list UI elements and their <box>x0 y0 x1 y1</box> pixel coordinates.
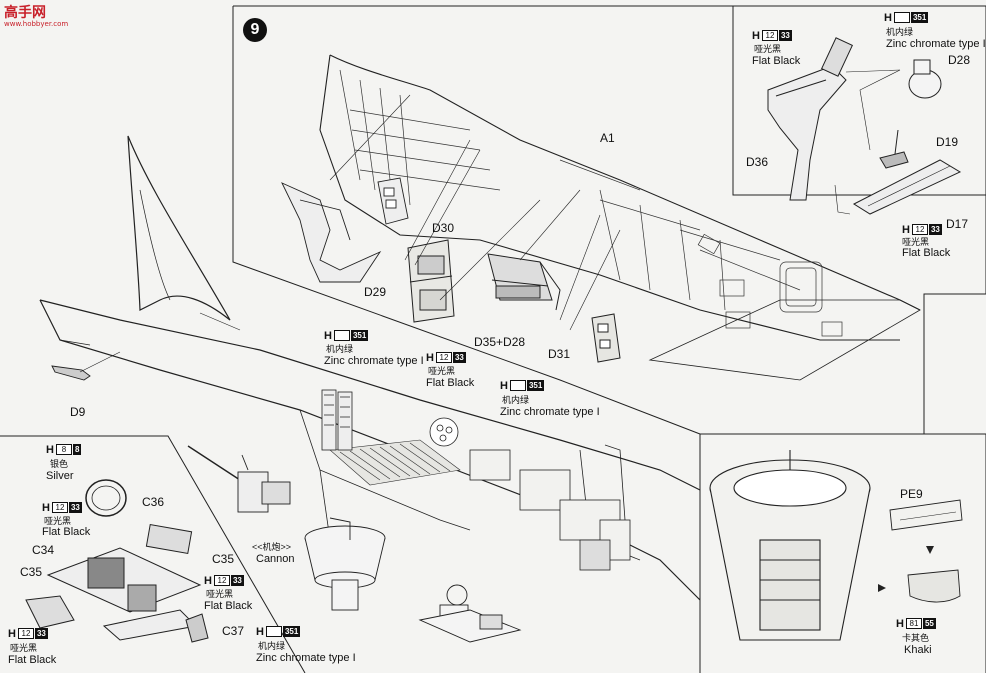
color-silver-en: Silver <box>46 470 74 482</box>
cannon-label-en: Cannon <box>256 553 295 565</box>
label-d35-d28: D35+D28 <box>474 335 526 349</box>
pe9-strip <box>889 499 963 531</box>
label-d31: D31 <box>548 347 571 361</box>
tail-fin <box>127 135 231 321</box>
arrow-down-icon <box>926 546 934 554</box>
part-d30 <box>377 177 409 225</box>
label-pe9: PE9 <box>900 487 923 501</box>
label-d29: D29 <box>364 285 387 299</box>
part-d9 <box>51 365 91 381</box>
label-d28: D28 <box>948 53 971 67</box>
label-d30: D30 <box>432 221 455 235</box>
label-d19: D19 <box>936 135 959 149</box>
watermark-text: 高手网 <box>4 5 46 21</box>
part-d31 <box>591 313 621 363</box>
watermark-logo: 高手网 www.hobbyer.com <box>4 2 68 28</box>
label-c36: C36 <box>142 495 165 509</box>
label-d9: D9 <box>70 405 86 419</box>
cannon-mount <box>304 517 386 611</box>
color-black-top-cn: 哑光黑 <box>754 44 782 54</box>
c34-assembly <box>25 523 209 643</box>
color-zinc-d31-cn: 机内绿 <box>502 395 530 405</box>
color-black-c35-en: Flat Black <box>204 600 253 612</box>
color-zinc-top-cn: 机内绿 <box>886 27 914 37</box>
cannon <box>187 445 291 513</box>
label-a1: A1 <box>600 131 615 145</box>
round-gauge <box>429 417 459 447</box>
seat-back <box>321 389 353 451</box>
color-black-c36-cn: 哑光黑 <box>44 516 72 526</box>
color-black-d17-en: Flat Black <box>902 247 951 259</box>
watermark-url: www.hobbyer.com <box>4 20 69 28</box>
color-zinc-d29-en: Zinc chromate type I <box>324 355 424 367</box>
color-zinc-bottom-cn: 机内绿 <box>258 641 286 651</box>
color-zinc-d31-en: Zinc chromate type I <box>500 406 600 418</box>
floor-grate <box>329 439 461 486</box>
part-d29 <box>407 239 455 323</box>
cannon-label-cn: <<机炮>> <box>252 542 292 552</box>
khaki-part <box>907 569 961 603</box>
color-black-d35-cn: 哑光黑 <box>428 366 456 376</box>
color-zinc-d29-cn: 机内绿 <box>326 344 354 354</box>
color-black-c36-en: Flat Black <box>42 526 91 538</box>
arrow-left-icon <box>878 584 886 592</box>
fuselage-half <box>39 299 701 601</box>
color-black-d17-cn: 哑光黑 <box>902 237 930 247</box>
color-black-d35-en: Flat Black <box>426 377 475 389</box>
color-silver-cn: 银色 <box>50 459 69 469</box>
part-d35-d28 <box>487 253 561 311</box>
d17-plate <box>852 129 962 215</box>
rudder-pedals <box>281 182 382 283</box>
label-c37: C37 <box>222 624 245 638</box>
cockpit-sidewall <box>319 54 921 381</box>
inset-top-right <box>732 5 986 196</box>
color-khaki-en: Khaki <box>904 644 932 656</box>
label-c35-left: C35 <box>20 565 43 579</box>
seat-bucket <box>709 450 871 641</box>
step-number: 9 <box>243 18 267 42</box>
inset-bottom-right <box>700 433 986 673</box>
control-stick-inset <box>767 37 942 201</box>
gun-sight <box>418 584 522 643</box>
color-black-top-en: Flat Black <box>752 55 801 67</box>
inset-bottom-left <box>0 435 306 673</box>
color-black-c35-cn: 哑光黑 <box>206 589 234 599</box>
color-black-c35-left-en: Flat Black <box>8 654 57 666</box>
label-d17: D17 <box>946 217 969 231</box>
color-zinc-bottom-en: Zinc chromate type I <box>256 652 356 664</box>
color-black-c35-left-cn: 哑光黑 <box>10 643 38 653</box>
c36-ring <box>85 479 127 517</box>
color-zinc-top-en: Zinc chromate type I <box>886 38 986 50</box>
label-c35-right: C35 <box>212 552 235 566</box>
color-khaki-cn: 卡其色 <box>902 633 930 643</box>
label-d36: D36 <box>746 155 769 169</box>
label-c34: C34 <box>32 543 55 557</box>
